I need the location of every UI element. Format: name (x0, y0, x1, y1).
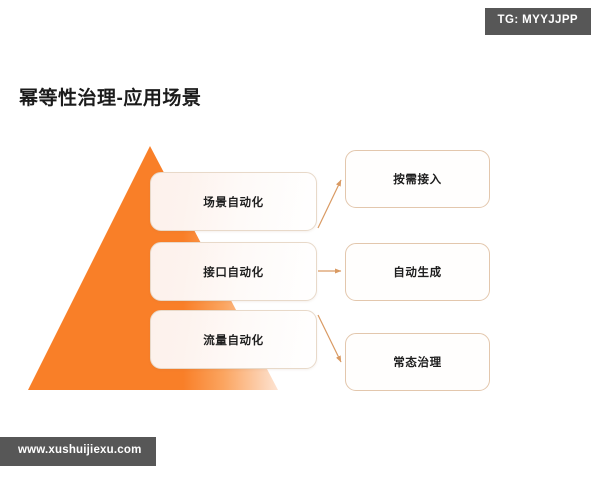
outcome-box-on-demand-access[interactable]: 按需接入 (345, 150, 490, 208)
stage-box-label: 场景自动化 (203, 196, 264, 209)
telegram-channel-badge: TG: MYYJJPP (484, 8, 591, 35)
site-watermark: www.xushuijiexu.com (0, 437, 156, 466)
stage-box-label: 流量自动化 (203, 334, 264, 347)
connector-arrow-3 (317, 314, 342, 363)
connector-arrow-1 (317, 179, 342, 229)
stage-box-interface-automation[interactable]: 接口自动化 (150, 242, 317, 301)
stage-box-traffic-automation[interactable]: 流量自动化 (150, 310, 317, 369)
stage-box-scene-automation[interactable]: 场景自动化 (150, 172, 317, 231)
outcome-box-label: 自动生成 (393, 267, 442, 279)
outcome-box-auto-generation[interactable]: 自动生成 (345, 243, 490, 301)
page-title: 幂等性治理-应用场景 (19, 88, 202, 109)
outcome-box-normalized-governance[interactable]: 常态治理 (345, 333, 490, 391)
stage-box-label: 接口自动化 (203, 266, 264, 279)
outcome-box-label: 按需接入 (393, 174, 442, 186)
outcome-box-label: 常态治理 (393, 357, 442, 369)
